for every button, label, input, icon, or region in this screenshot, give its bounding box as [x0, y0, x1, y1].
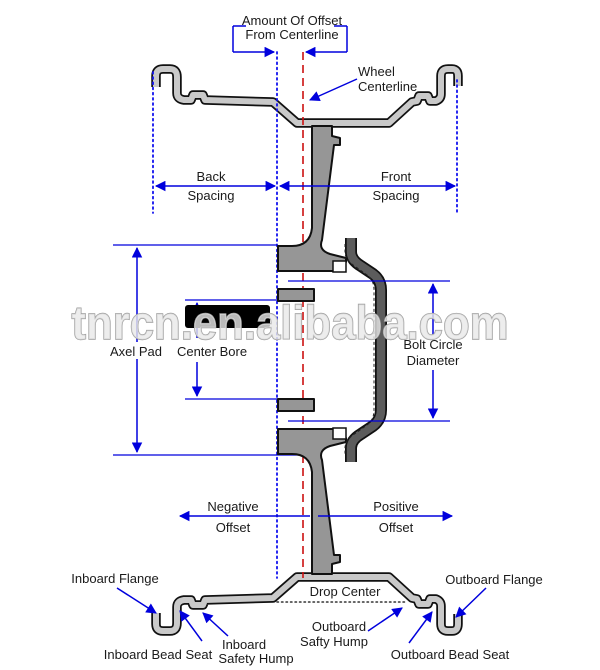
inboard-safety-hump-label-line2: Safety Hump [218, 651, 293, 666]
amount-of-offset-label-line1: Amount Of Offset [242, 13, 343, 28]
bolt-circle-label-bg [402, 337, 465, 368]
watermark-text: tnrcn.en.alibaba.com [72, 296, 509, 349]
watermark-badge [185, 305, 270, 328]
positive-offset-label-line2: Offset [379, 520, 414, 535]
center-bore-collar-top [277, 288, 315, 302]
inboard-flange-label: Inboard Flange [71, 571, 158, 586]
bolt-hole-notch-bottom [332, 427, 347, 440]
bolt-circle-label-line2: Diameter [407, 353, 460, 368]
inboard-safety-hump-label-line1: Inboard [222, 637, 266, 652]
outboard-safety-hump-label-line1: Outboard [312, 619, 366, 634]
negative-offset-label-line2: Offset [216, 520, 251, 535]
bolt-hole-notch-top [332, 260, 347, 273]
outboard-bead-seat-label: Outboard Bead Seat [391, 647, 510, 662]
outboard-flange-leader [455, 587, 487, 618]
front-spacing-label-line1: Front [381, 169, 412, 184]
wheel-centerline-label-line1: Wheel [358, 64, 395, 79]
negative-offset-label-line1: Negative [207, 499, 258, 514]
bolt-circle-dimension [288, 280, 450, 422]
center-bore-label: Center Bore [177, 344, 247, 359]
outboard-flange-label: Outboard Flange [445, 572, 543, 587]
wheel-spoke-top [277, 125, 347, 272]
inboard-bead-seat-label: Inboard Bead Seat [104, 647, 213, 662]
bolt-circle-label-line1: Bolt Circle [403, 337, 462, 352]
front-spacing-label-line2: Spacing [373, 188, 420, 203]
wheel-centerline-label-line2: Centerline [358, 79, 417, 94]
back-spacing-label-line1: Back [197, 169, 226, 184]
axel-pad-label: Axel Pad [110, 344, 162, 359]
drop-center-label: Drop Center [310, 584, 381, 599]
rim-section-top [151, 64, 463, 128]
inboard-flange-leader [116, 587, 157, 614]
amount-of-offset-label-line2: From Centerline [245, 27, 338, 42]
wheel-spoke-bottom [277, 428, 347, 575]
positive-offset-label-line1: Positive [373, 499, 419, 514]
center-bore-collar-bottom [277, 398, 315, 412]
outboard-bead-seat-leader [408, 611, 433, 644]
center-bore-label-bg [178, 344, 246, 359]
rim-section-bottom [151, 572, 463, 636]
back-spacing-label-line2: Spacing [188, 188, 235, 203]
bolt-circle-drum [344, 238, 387, 462]
outboard-safety-hump-leader [367, 607, 403, 632]
inboard-bead-seat-leader [179, 610, 203, 642]
wheel-centerline-leader [309, 78, 358, 101]
inboard-safety-hump-leader [202, 612, 229, 637]
offset-bracket [232, 25, 348, 58]
outboard-safety-hump-label-line2: Safty Hump [300, 634, 368, 649]
axel-pad-label-bg [103, 344, 170, 359]
